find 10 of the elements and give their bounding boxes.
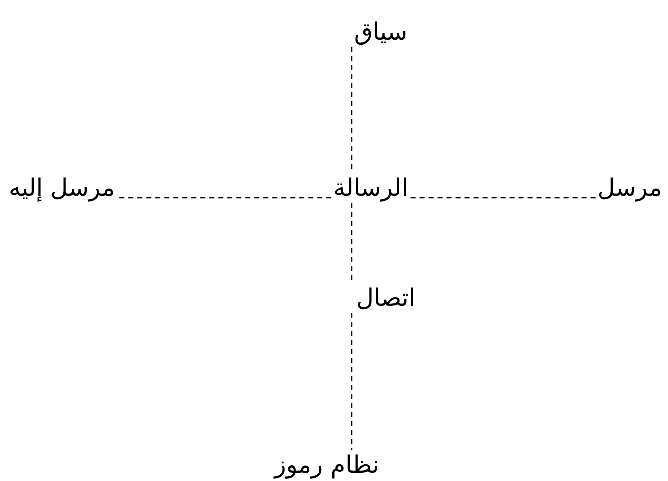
text-label: نظام رموز bbox=[272, 450, 382, 480]
text-label: مرسل bbox=[596, 173, 664, 203]
dashed-line bbox=[117, 197, 332, 199]
dashed-line bbox=[351, 313, 353, 450]
text-label: سياق bbox=[352, 17, 410, 47]
dashed-line bbox=[410, 197, 596, 199]
text-label: الرسالة bbox=[332, 173, 410, 203]
text-label: مرسل إليه bbox=[6, 173, 118, 203]
text-label: اتصال bbox=[354, 283, 418, 313]
dashed-line bbox=[351, 203, 353, 283]
